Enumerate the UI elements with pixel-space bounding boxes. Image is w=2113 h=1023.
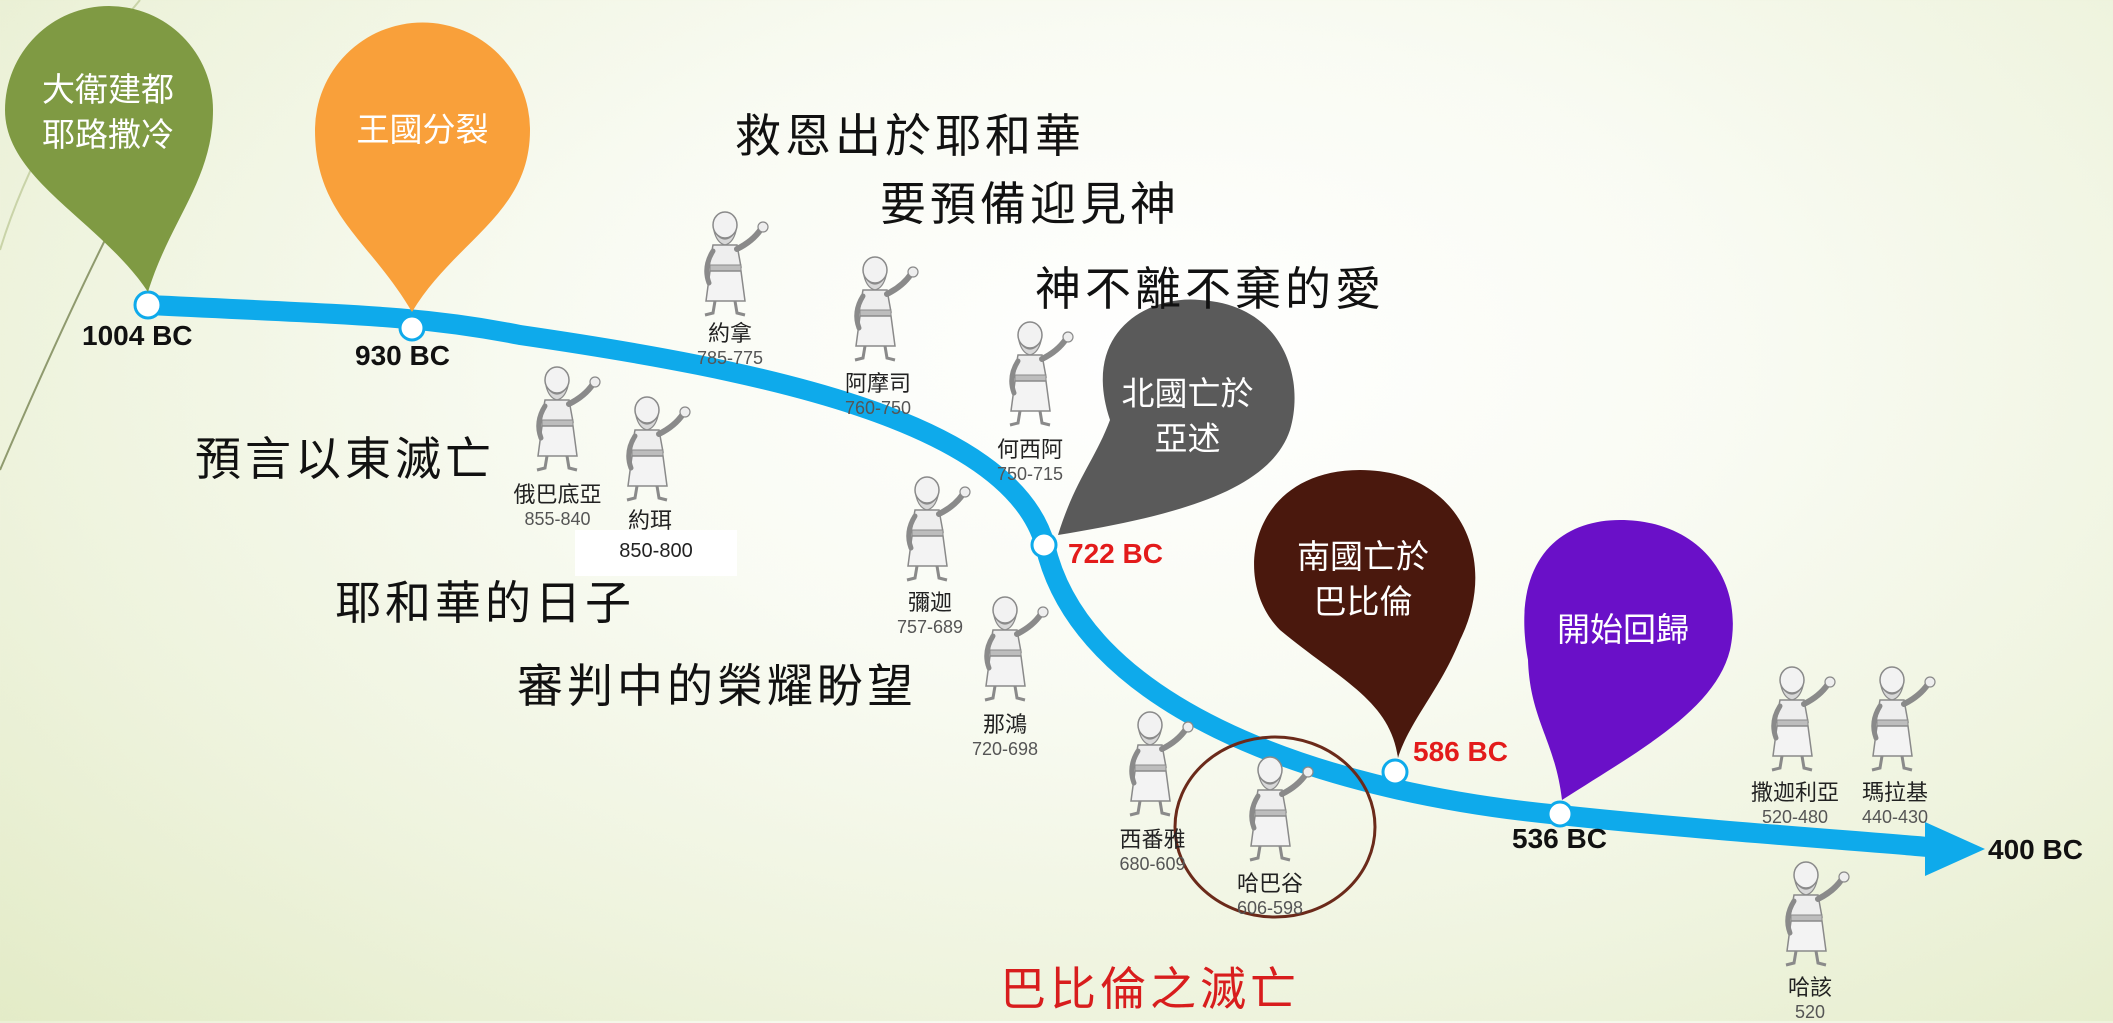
prophet-figure-micah [907, 477, 970, 580]
date-722: 722 BC [1068, 538, 1163, 569]
date-1004: 1004 BC [82, 320, 193, 351]
pin-south-babylon: 南國亡於巴比倫 [1297, 537, 1429, 621]
date-536: 536 BC [1512, 823, 1607, 854]
habakkuk-highlight-circle [1173, 735, 1377, 919]
dot-722 [1030, 531, 1058, 559]
prophet-figure-amos [855, 257, 918, 360]
prophet-figure-hosea [1010, 322, 1073, 425]
pin-david-jerusalem-shape [5, 6, 213, 292]
pin-south-babylon-shape [1254, 470, 1476, 758]
theme-babylon-fall: 巴比倫之滅亡 [1000, 962, 1300, 1016]
theme-salvation: 救恩出於耶和華 [735, 109, 1085, 163]
timeline-arrowhead [1925, 822, 1985, 876]
pin-kingdom-split-shape [315, 22, 530, 312]
date-586: 586 BC [1413, 736, 1508, 767]
dot-1004 [133, 290, 163, 320]
prophet-figure-obadiah [537, 367, 600, 470]
prophet-figure-joel [627, 397, 690, 500]
pin-kingdom-split: 王國分裂 [356, 110, 489, 149]
theme-love: 神不離不棄的愛 [1035, 262, 1385, 316]
theme-day-of-lord: 耶和華的日子 [335, 576, 635, 630]
pin-north-assyria-shape [1058, 299, 1295, 535]
theme-glory-hope: 審判中的榮耀盼望 [517, 659, 917, 713]
pin-north-assyria: 北國亡於亞述 [1121, 374, 1254, 458]
prophet-figure-malachi [1872, 667, 1935, 770]
dot-930 [398, 314, 426, 342]
prophet-figure-jonah [705, 212, 768, 315]
date-930: 930 BC [355, 340, 450, 371]
prophet-figure-zechariah [1772, 667, 1835, 770]
joel-years-box [575, 530, 737, 576]
prophet-figure-nahum [985, 597, 1048, 700]
prophet-joel-years: 850-800 [619, 540, 693, 562]
dot-586 [1381, 758, 1409, 786]
prophet-figure-haggai [1786, 862, 1849, 965]
decor-line-2 [0, 229, 111, 471]
pin-return-shape [1524, 520, 1733, 800]
prophet-joel: 約珥 [627, 509, 672, 534]
date-400: 400 BC [1988, 834, 2083, 865]
pin-david-jerusalem: 大衛建都耶路撒冷 [42, 70, 174, 154]
theme-edom: 預言以東滅亡 [195, 432, 495, 486]
dot-536 [1546, 800, 1574, 828]
pin-return: 開始回歸 [1557, 610, 1689, 649]
prophet-figure-zephaniah [1130, 712, 1193, 815]
theme-prepare: 要預備迎見神 [880, 177, 1180, 231]
prophet-figure-habakkuk [1250, 757, 1313, 860]
